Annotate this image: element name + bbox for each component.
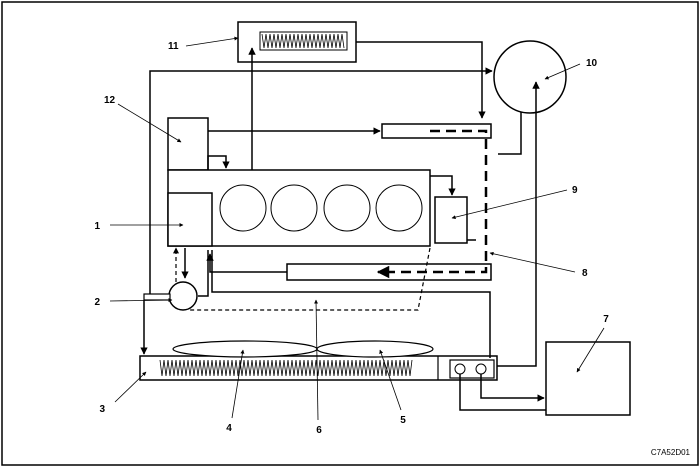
throttle-body	[167, 117, 209, 171]
callout-7: 7	[603, 314, 609, 325]
coolant-lines	[140, 41, 546, 411]
cooling-fan-left	[172, 340, 318, 358]
surge-tank	[493, 40, 567, 114]
thermostat-housing	[167, 192, 213, 247]
figure-code: C7A52D01	[651, 448, 691, 457]
callout-1: 1	[94, 221, 100, 232]
radiator	[139, 355, 498, 381]
dashed-lines	[173, 129, 488, 311]
callout-12: 12	[104, 95, 116, 106]
callout-4: 4	[226, 423, 232, 434]
callout-9: 9	[572, 185, 578, 196]
heater-core	[237, 21, 357, 63]
callout-11: 11	[168, 41, 179, 52]
cooling-fan-right	[316, 340, 434, 358]
callout-2: 2	[94, 297, 100, 308]
water-pump-inlet	[143, 293, 171, 301]
callout-6: 6	[316, 425, 322, 436]
transmission	[545, 341, 631, 416]
callout-10: 10	[586, 58, 598, 69]
callout-3: 3	[99, 404, 105, 415]
oil-cooler	[434, 196, 468, 244]
water-pump	[168, 281, 198, 311]
callout-5: 5	[400, 415, 406, 426]
callout-8: 8	[582, 268, 588, 279]
callout-leaders	[109, 36, 605, 421]
